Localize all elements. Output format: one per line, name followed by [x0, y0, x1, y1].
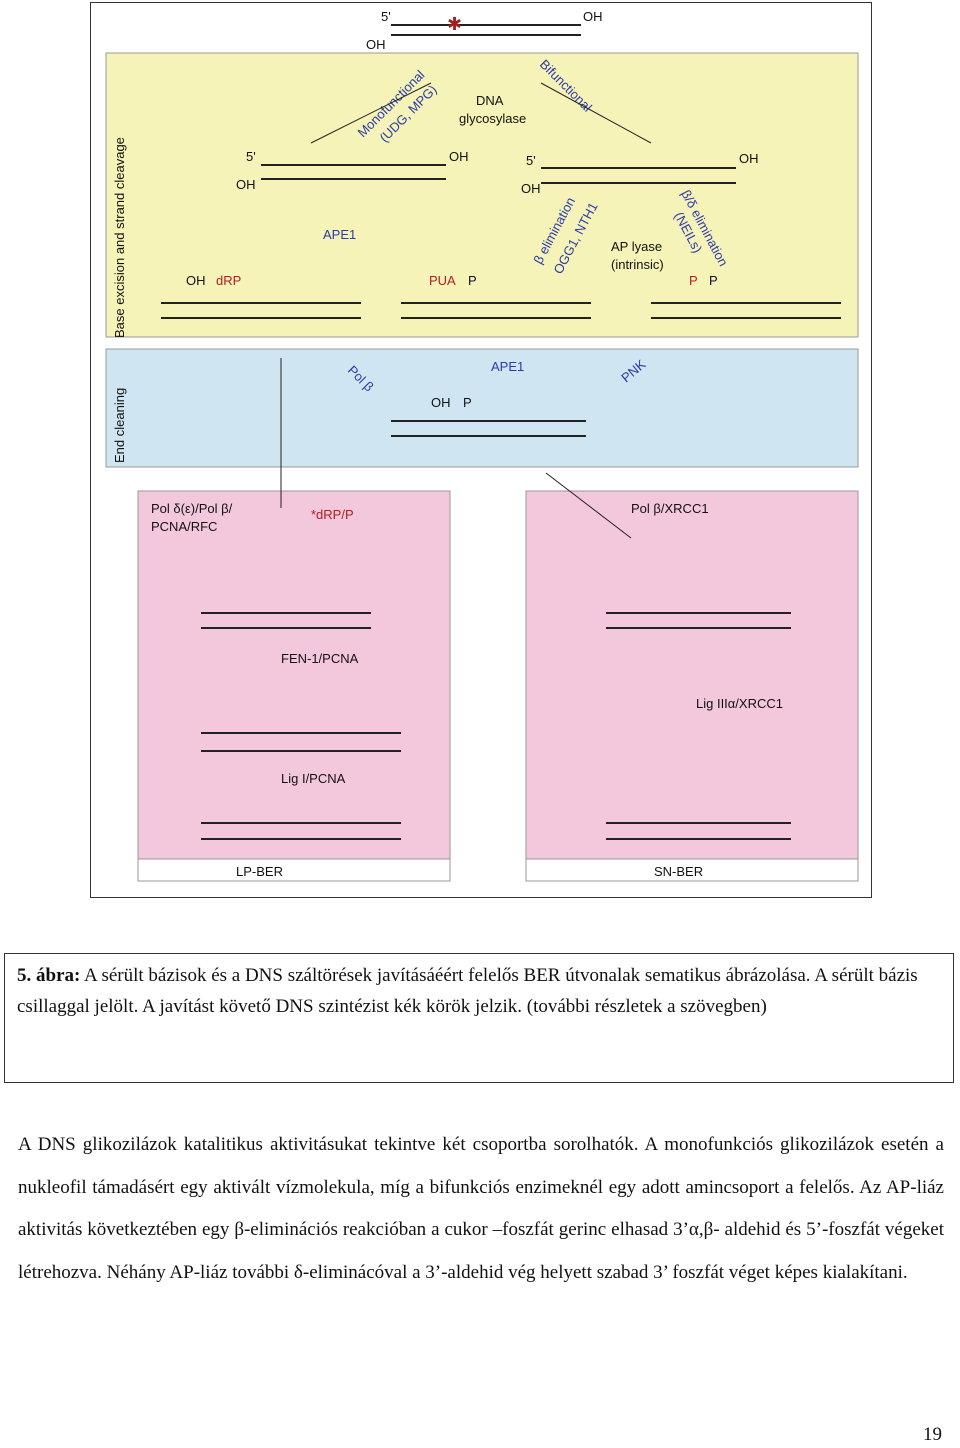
caption-text: A sérült bázisok és a DNS száltörések ja…: [17, 965, 918, 1017]
lp-ber-panel: [137, 490, 451, 882]
ber-figure: Base excision and strand cleavage End cl…: [90, 2, 872, 898]
svg-text:P: P: [689, 273, 698, 288]
svg-text:Pol δ(ε)/Pol β/: Pol δ(ε)/Pol β/: [151, 501, 233, 516]
end-cleaning-panel: [105, 348, 859, 468]
svg-text:glycosylase: glycosylase: [459, 111, 526, 126]
svg-text:APE1: APE1: [491, 359, 524, 374]
svg-text:OH: OH: [521, 181, 541, 196]
section-label-top: Base excision and strand cleavage: [112, 137, 127, 338]
svg-text:OH: OH: [366, 37, 386, 52]
svg-text:LP-BER: LP-BER: [236, 864, 283, 879]
svg-text:5': 5': [381, 9, 391, 24]
svg-text:SN-BER: SN-BER: [654, 864, 703, 879]
svg-text:OH: OH: [236, 177, 256, 192]
svg-text:P: P: [463, 395, 472, 410]
caption-label: 5. ábra:: [17, 965, 81, 986]
svg-text:*dRP/P: *dRP/P: [311, 507, 354, 522]
damage-star-icon: ✱: [447, 14, 462, 34]
svg-text:Pol β/XRCC1: Pol β/XRCC1: [631, 501, 709, 516]
svg-text:DNA: DNA: [476, 93, 504, 108]
svg-text:OH: OH: [739, 151, 759, 166]
excision-panel: [105, 52, 859, 338]
svg-text:PUA: PUA: [429, 273, 456, 288]
svg-text:OH: OH: [449, 149, 469, 164]
body-paragraph: A DNS glikozilázok katalitikus aktivitás…: [18, 1134, 944, 1283]
svg-text:(intrinsic): (intrinsic): [611, 257, 664, 272]
section-label-middle: End cleaning: [112, 388, 127, 463]
ber-diagram: Base excision and strand cleavage End cl…: [105, 9, 859, 882]
svg-text:APE1: APE1: [323, 227, 356, 242]
svg-text:5': 5': [526, 153, 536, 168]
svg-text:P: P: [709, 273, 718, 288]
page-number: 19: [923, 1424, 942, 1445]
svg-text:PCNA/RFC: PCNA/RFC: [151, 519, 217, 534]
svg-text:Lig IIIα/XRCC1: Lig IIIα/XRCC1: [696, 696, 783, 711]
sn-ber-panel: [525, 490, 859, 882]
svg-text:OH: OH: [431, 395, 451, 410]
figure-caption: 5. ábra: A sérült bázisok és a DNS szált…: [4, 953, 954, 1083]
svg-text:dRP: dRP: [216, 273, 241, 288]
svg-text:P: P: [468, 273, 477, 288]
svg-text:OH: OH: [583, 9, 603, 24]
svg-text:Lig I/PCNA: Lig I/PCNA: [281, 771, 346, 786]
svg-text:OH: OH: [186, 273, 206, 288]
svg-text:5': 5': [246, 149, 256, 164]
svg-text:AP lyase: AP lyase: [611, 239, 662, 254]
svg-text:FEN-1/PCNA: FEN-1/PCNA: [281, 651, 359, 666]
